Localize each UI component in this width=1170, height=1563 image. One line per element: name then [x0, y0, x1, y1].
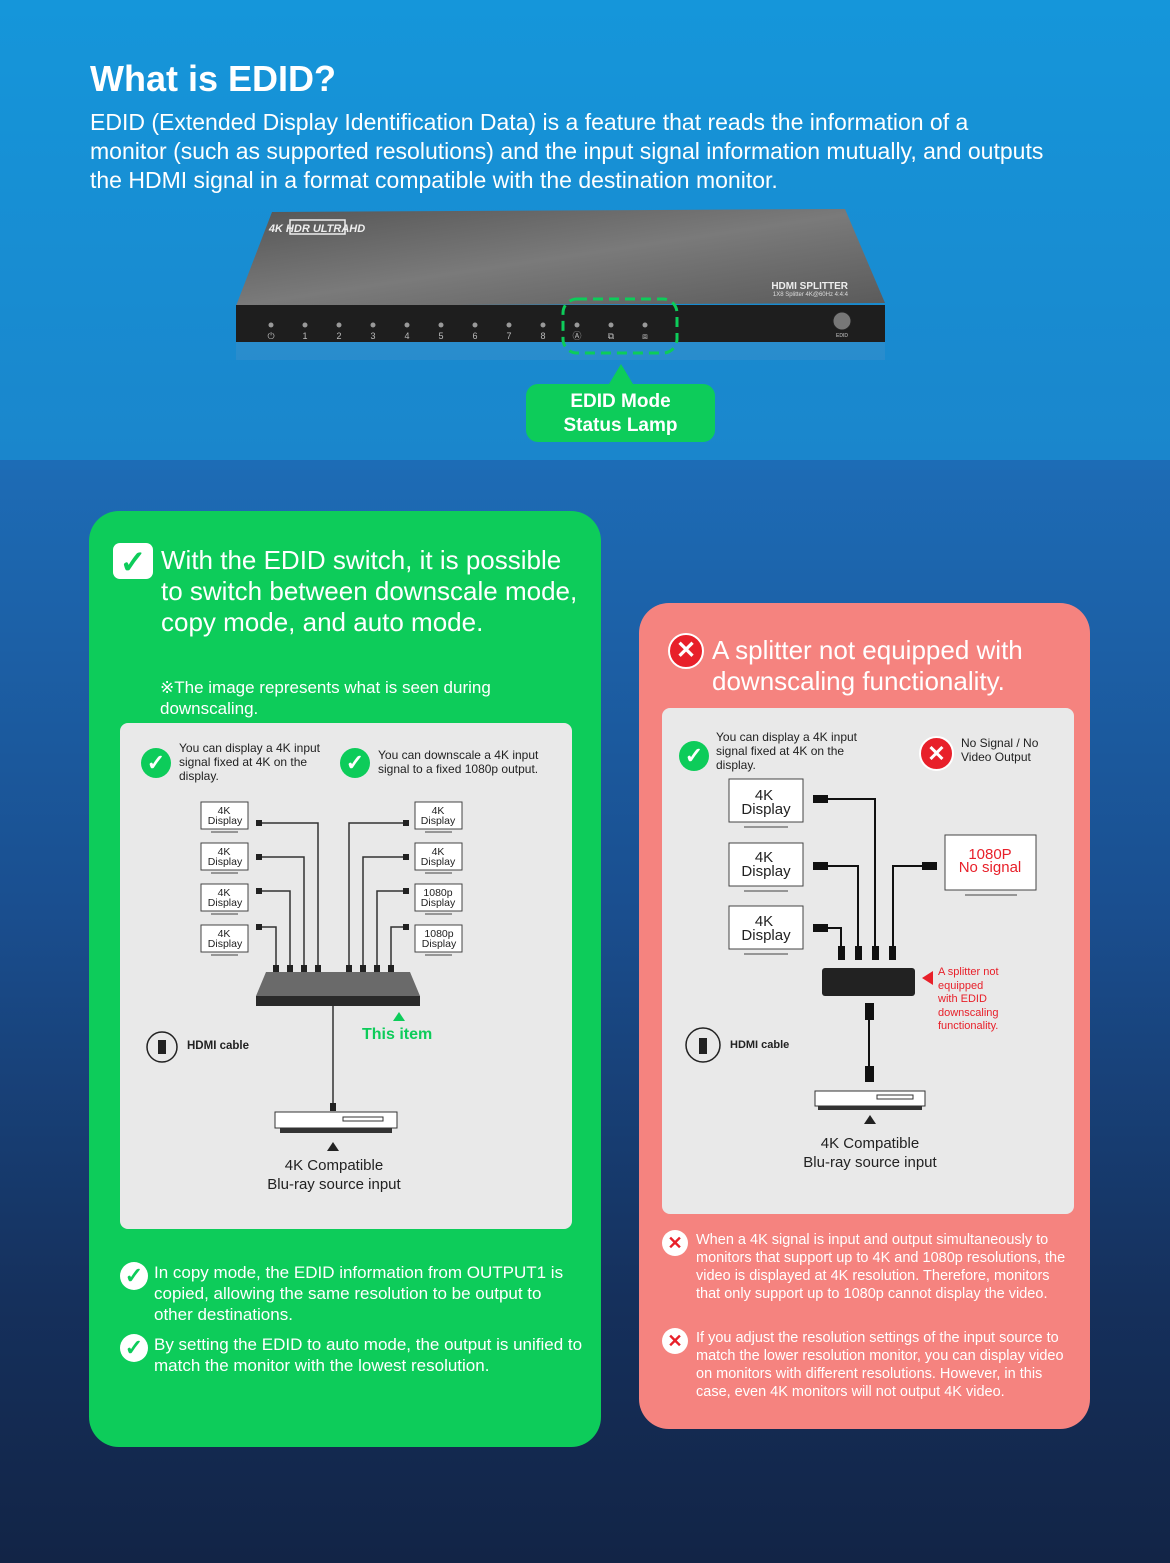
port-label: 6	[472, 331, 477, 341]
hdmi-cable-icon	[146, 1031, 178, 1063]
legend-downscale: You can downscale a 4K input signal to a…	[378, 748, 539, 776]
source-label: 4K Compatible Blu-ray source input	[770, 1134, 970, 1172]
x-icon: ✕	[919, 736, 954, 771]
bluray-player-icon	[818, 1106, 922, 1110]
display-label: Display	[741, 801, 791, 818]
port-label: 8	[540, 331, 545, 341]
copy-mode-icon: ⧉	[608, 331, 615, 341]
auto-mode-bullet: ✓By setting the EDID to auto mode, the o…	[120, 1334, 584, 1376]
red-bullet: ✕ When a 4K signal is input and output si…	[662, 1230, 1074, 1303]
highlight-box	[561, 297, 679, 355]
bullet-text: By setting the EDID to auto mode, the ou…	[154, 1335, 583, 1375]
source-line1: 4K Compatible	[284, 1157, 384, 1174]
ng-display-label: 1080P	[968, 846, 1011, 863]
edid-button-label: EDID	[836, 333, 848, 339]
display-label: Display	[741, 927, 791, 944]
legend-4k: You can display a 4K input signal fixed …	[179, 741, 320, 783]
downscale-mode-icon: ⧈	[642, 331, 648, 341]
copy-mode-bullet: ✓In copy mode, the EDID information from…	[120, 1262, 584, 1325]
display-label: Display	[421, 815, 456, 827]
intro-text: EDID (Extended Display Identification Da…	[90, 109, 1044, 193]
display-label: 1080p	[423, 887, 452, 899]
hdmi-splitter-image: 4K HDR ULTRAHD HDMI SPLITTER 1X8 Splitte…	[236, 209, 885, 360]
ng-display-label: No signal	[959, 859, 1022, 876]
check-icon: ✓	[141, 748, 171, 778]
display-label: 4K	[755, 787, 773, 804]
bluray-player-icon	[280, 1128, 392, 1133]
display-label: 4K	[218, 805, 231, 817]
port-label: 3	[370, 331, 375, 341]
display-label: 4K	[218, 887, 231, 899]
display-label: 4K	[218, 846, 231, 858]
check-icon: ✓	[340, 748, 370, 778]
bullet-text: When a 4K signal is input and output sim…	[696, 1232, 1066, 1302]
x-icon: ✕	[668, 633, 704, 669]
display-label: Display	[421, 856, 456, 868]
display-label: Display	[208, 815, 243, 827]
display-label: 4K	[432, 805, 445, 817]
check-icon: ✓	[679, 741, 709, 771]
device-name: HDMI SPLITTER	[771, 281, 848, 292]
checkbox-icon: ✓	[113, 543, 153, 580]
note-line: functionality.	[938, 1020, 999, 1032]
port-label: 4	[404, 331, 409, 341]
port-label: 1	[302, 331, 307, 341]
callout-line1: EDID Mode	[570, 391, 671, 412]
device-spec: 1X8 Splitter 4K@60Hz 4:4:4	[773, 292, 849, 298]
x-icon: ✕	[662, 1230, 688, 1256]
hdmi-cable-label: HDMI cable	[187, 1040, 249, 1052]
legend-no-signal: No Signal / No Video Output	[961, 736, 1039, 764]
source-line2: Blu-ray source input	[267, 1176, 401, 1193]
check-icon: ✓	[120, 1334, 148, 1362]
display-label: Display	[422, 938, 457, 950]
note-line: A splitter not	[938, 966, 999, 978]
display-label: Display	[208, 897, 243, 909]
source-label: 4K Compatible Blu-ray source input	[234, 1156, 434, 1194]
edid-status-lamp-callout: EDID Mode Status Lamp	[526, 364, 715, 442]
green-card-note: ※The image represents what is seen durin…	[160, 678, 491, 718]
splitter-icon	[822, 968, 915, 996]
note-line: equipped	[938, 979, 984, 992]
display-label: Display	[208, 856, 243, 868]
bullet-text: If you adjust the resolution settings of…	[696, 1330, 1064, 1400]
power-icon: ⏻	[267, 331, 274, 341]
red-card-title: A splitter not equipped with downscaling…	[712, 635, 1023, 696]
x-icon: ✕	[662, 1328, 688, 1354]
port-label: 5	[438, 331, 443, 341]
display-label: 4K	[755, 849, 773, 866]
device-logo: 4K HDR ULTRAHD	[268, 223, 365, 235]
port-label: 2	[336, 331, 341, 341]
display-label: Display	[741, 863, 791, 880]
display-label: 4K	[218, 928, 231, 940]
display-label: 1080p	[424, 928, 453, 940]
check-icon: ✓	[120, 1262, 148, 1290]
port-label: 7	[506, 331, 511, 341]
source-line1: 4K Compatible	[820, 1135, 920, 1152]
hdmi-cable-label: HDMI cable	[730, 1039, 790, 1051]
splitter-note: A splitter not equipped with EDID downsc…	[938, 966, 999, 1034]
green-card-title: With the EDID switch, it is possible to …	[161, 545, 578, 637]
hdmi-cable-icon	[685, 1027, 721, 1063]
note-line: downscaling	[938, 1006, 999, 1019]
source-line2: Blu-ray source input	[803, 1154, 937, 1171]
legend-4k: You can display a 4K input signal fixed …	[716, 730, 857, 772]
splitter-icon	[256, 972, 420, 996]
display-label: Display	[208, 938, 243, 950]
red-bullet: ✕ If you adjust the resolution settings o…	[662, 1328, 1074, 1401]
page-title: What is EDID?	[90, 58, 337, 99]
edid-button	[832, 311, 852, 331]
this-item-label: This item	[362, 1026, 433, 1043]
bullet-text: In copy mode, the EDID information from …	[154, 1263, 564, 1324]
display-label: 4K	[755, 913, 773, 930]
display-label: 4K	[432, 846, 445, 858]
note-line: with EDID	[938, 993, 987, 1005]
auto-mode-icon: Ⓐ	[572, 331, 581, 341]
callout-line2: Status Lamp	[563, 415, 678, 436]
display-label: Display	[421, 897, 456, 909]
